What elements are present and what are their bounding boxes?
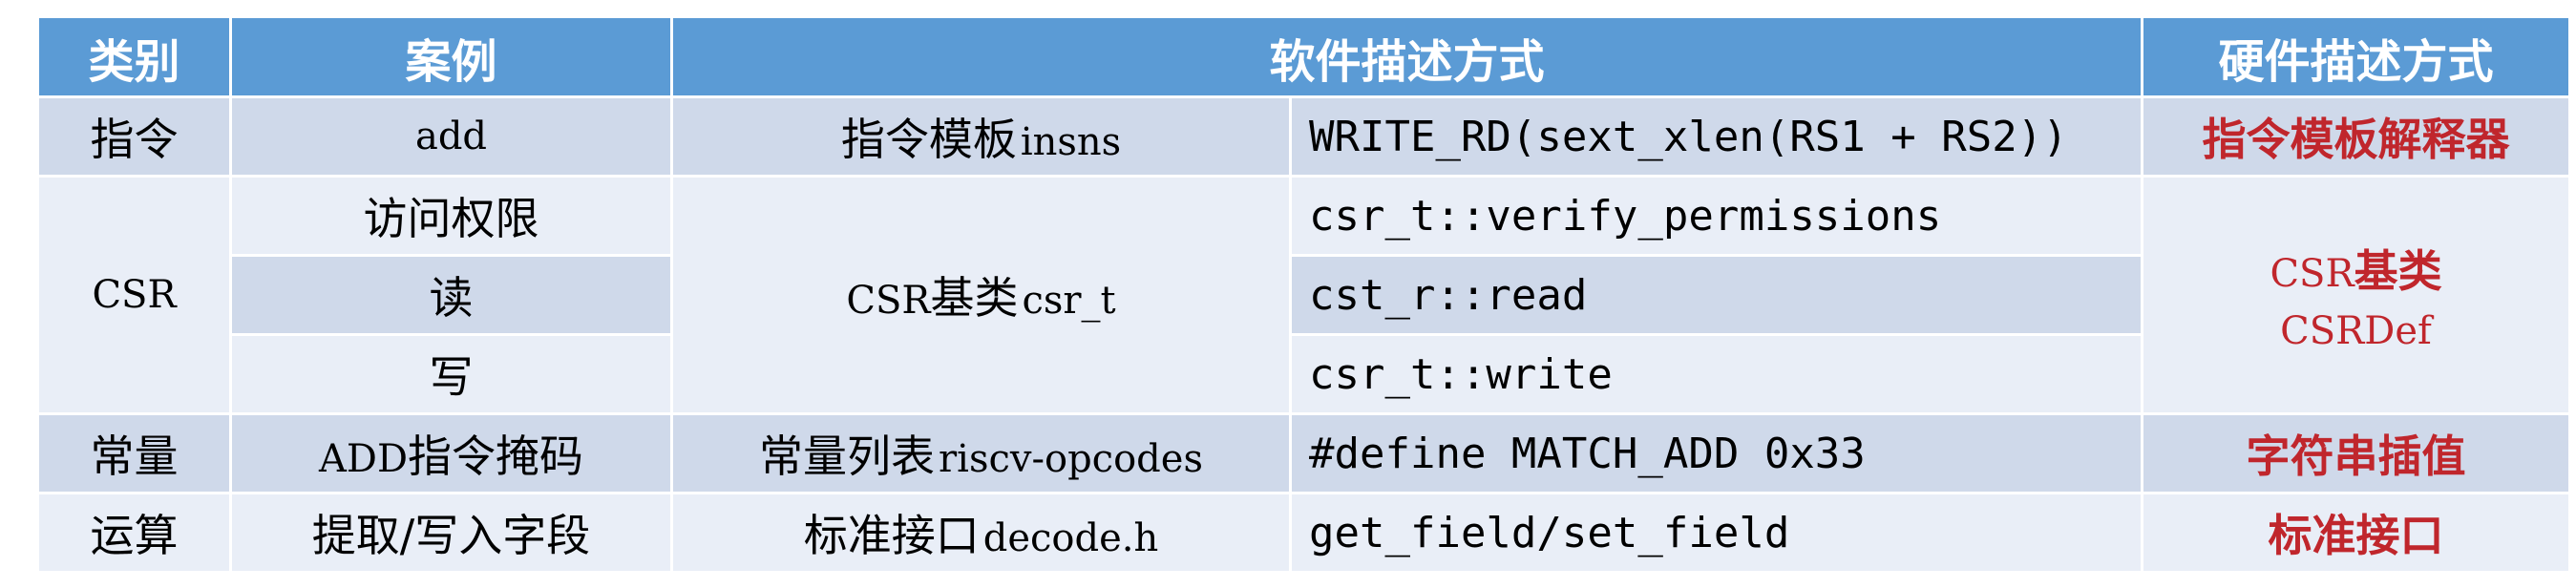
table-row-op: 运算 提取/写入字段 标准接口 decode.h get_field/set_f… xyxy=(36,492,2572,574)
case-csr-write: 写 xyxy=(229,333,673,415)
sw-name-instr: 指令模板 xyxy=(840,114,1017,165)
hw-code-csr: CSRDef xyxy=(2280,309,2432,353)
hw-const: 字符串插值 xyxy=(2141,412,2572,494)
sw-example-instr: WRITE_RD(sext_xlen(RS1 + RS2)) xyxy=(1288,95,2144,178)
sw-name-csr: 基类 xyxy=(930,272,1019,324)
hw-prefix-csr: CSR xyxy=(2270,252,2354,296)
case-prefix-const: ADD xyxy=(318,437,409,481)
case-name-const: 指令掩码 xyxy=(408,430,584,482)
hw-csr: CSR基类 CSRDef xyxy=(2141,175,2572,415)
table-row-const: 常量 ADD指令掩码 常量列表 riscv-opcodes #define MA… xyxy=(36,412,2572,494)
sw-code-op: decode.h xyxy=(982,516,1159,560)
sw-example-op: get_field/set_field xyxy=(1288,492,2144,574)
sw-method-op: 标准接口 decode.h xyxy=(670,492,1292,574)
header-row: 类别 案例 软件描述方式 硬件描述方式 xyxy=(36,15,2572,98)
category-op: 运算 xyxy=(36,492,232,574)
sw-method-instr: 指令模板 insns xyxy=(670,95,1292,178)
table-row-csr-3: 写 csr_t::write xyxy=(38,333,2570,415)
table-row-csr-1: CSR 访问权限 CSR基类 csr_t csr_t::verify_permi… xyxy=(36,175,2572,415)
category-const: 常量 xyxy=(36,412,232,494)
sw-method-const: 常量列表 riscv-opcodes xyxy=(670,412,1292,494)
sw-example-csr-read: cst_r::read xyxy=(1288,254,2144,336)
category-instr: 指令 xyxy=(36,95,232,178)
header-case: 案例 xyxy=(229,15,673,98)
hw-instr: 指令模板解释器 xyxy=(2141,95,2572,178)
sw-example-const: #define MATCH_ADD 0x33 xyxy=(1288,412,2144,494)
hw-op: 标准接口 xyxy=(2141,492,2572,574)
sw-name-const: 常量列表 xyxy=(759,430,936,482)
sw-code-const: riscv-opcodes xyxy=(939,437,1203,481)
case-csr-read: 读 xyxy=(229,254,673,336)
sw-example-csr-verify: csr_t::verify_permissions xyxy=(1288,175,2144,257)
header-software: 软件描述方式 xyxy=(669,15,2144,98)
hw-name-csr: 基类 xyxy=(2354,245,2442,297)
header-hardware: 硬件描述方式 xyxy=(2141,15,2572,98)
table-row-csr-2: 读 cst_r::read xyxy=(38,254,2570,336)
table-row-instr: 指令 add 指令模板 insns WRITE_RD(sext_xlen(RS1… xyxy=(36,95,2572,178)
case-instr: add xyxy=(229,95,673,178)
sw-example-csr-write: csr_t::write xyxy=(1288,333,2144,415)
case-op: 提取/写入字段 xyxy=(229,492,673,574)
case-const: ADD指令掩码 xyxy=(229,412,673,494)
sw-method-csr: CSR基类 csr_t xyxy=(670,175,1292,415)
sw-code-csr: csr_t xyxy=(1022,279,1116,323)
sw-code-instr: insns xyxy=(1020,120,1122,164)
header-category: 类别 xyxy=(36,15,232,98)
sw-name-op: 标准接口 xyxy=(803,510,980,561)
sw-name-prefix-csr: CSR xyxy=(846,279,931,323)
category-csr: CSR xyxy=(36,175,232,415)
comparison-table: 类别 案例 软件描述方式 硬件描述方式 指令 add 指令模板 insns WR… xyxy=(36,15,2572,574)
case-csr-permissions: 访问权限 xyxy=(229,175,673,257)
